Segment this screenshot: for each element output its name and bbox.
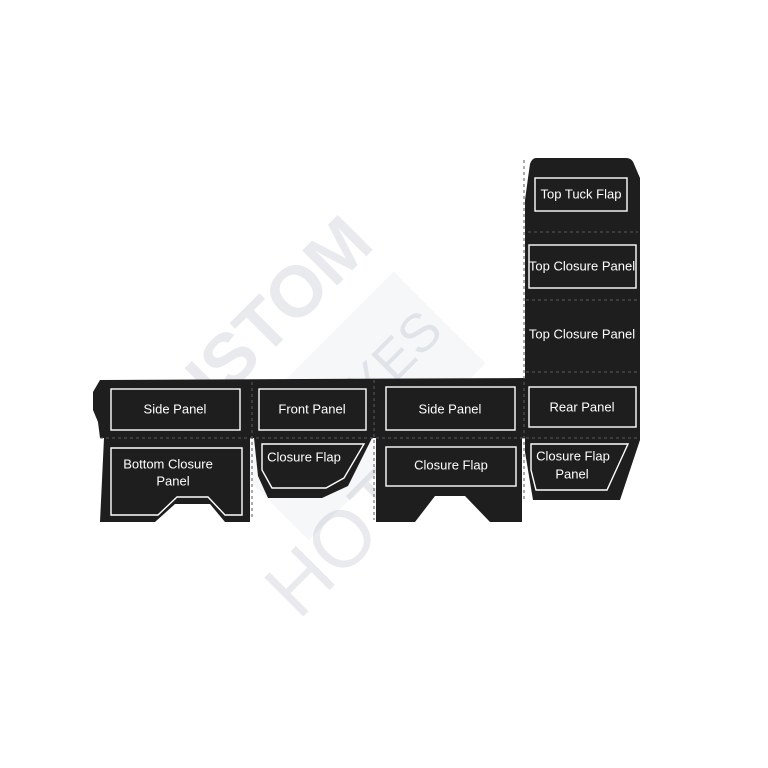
top-tuck-flap-box bbox=[534, 177, 628, 212]
closure-flap-1-board bbox=[254, 438, 372, 498]
right-column-board bbox=[525, 158, 640, 500]
bottom-closure-panel-box bbox=[110, 447, 243, 516]
top-closure-panel-label-2: Top Closure Panel bbox=[529, 326, 635, 341]
side-panel-left-label: Side Panel bbox=[144, 401, 207, 416]
side-panel-right-box bbox=[385, 386, 516, 431]
closure-flap-2-box bbox=[385, 446, 517, 487]
rear-panel-label: Rear Panel bbox=[549, 399, 614, 414]
front-panel-label: Front Panel bbox=[278, 401, 345, 416]
main-band-board bbox=[93, 378, 525, 438]
closure-flap-1-box bbox=[261, 443, 366, 489]
top-closure-panel-box bbox=[528, 244, 637, 289]
top-tuck-flap-label: Top Tuck Flap bbox=[541, 186, 622, 201]
rear-panel-box bbox=[528, 386, 637, 428]
closure-flap-panel-label-line1: Closure Flap bbox=[536, 448, 610, 463]
side-panel-left-box bbox=[110, 388, 241, 431]
panel-labels: Top Tuck Flap Top Closure Panel Top Clos… bbox=[110, 177, 637, 516]
closure-flap-1-label: Closure Flap bbox=[267, 449, 341, 464]
front-panel-box bbox=[258, 388, 367, 431]
board bbox=[93, 158, 640, 522]
side-panel-right-label: Side Panel bbox=[419, 401, 482, 416]
closure-flap-panel-box bbox=[530, 443, 630, 491]
closure-flap-panel-label-line2: Panel bbox=[555, 466, 588, 481]
crease-lines bbox=[100, 160, 638, 520]
bottom-closure-panel-label-line1: Bottom Closure bbox=[123, 456, 213, 471]
top-closure-panel-label-1: Top Closure Panel bbox=[529, 258, 635, 273]
bottom-closure-panel-label-line2: Panel bbox=[156, 473, 189, 488]
closure-flap-2-board bbox=[376, 438, 522, 522]
closure-flap-2-label: Closure Flap bbox=[414, 457, 488, 472]
